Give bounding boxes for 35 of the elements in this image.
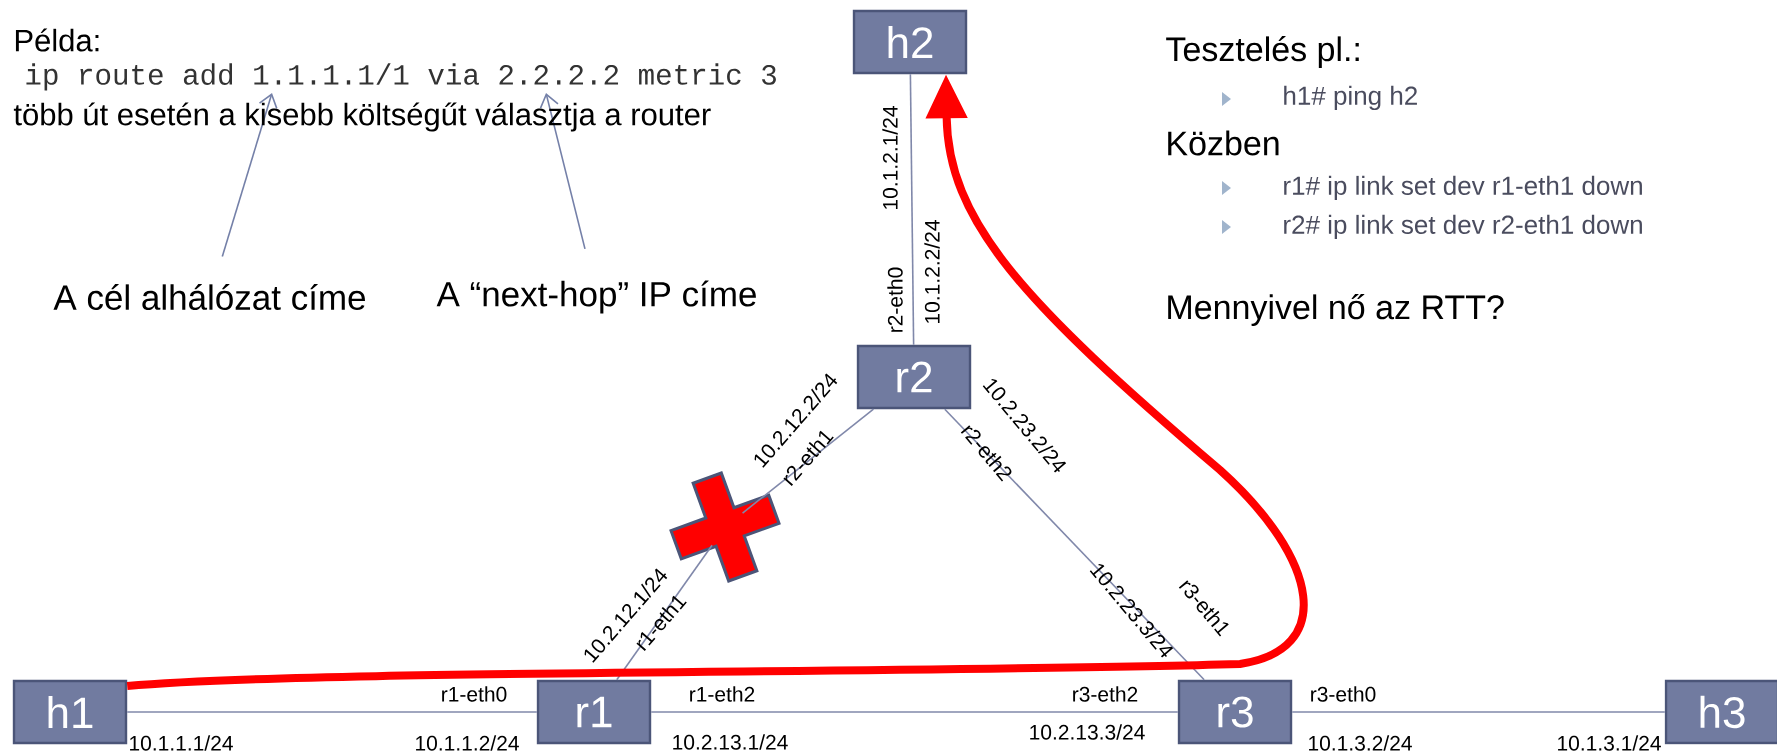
link-line (1291, 711, 1666, 713)
ip-address-label: 10.1.2.2/24 (924, 220, 940, 323)
list-item: r1# ip link set dev r1-eth1 down (1284, 175, 1642, 201)
router-box: r2 (856, 344, 972, 410)
note-text: több út esetén a kisebb költségűt választja a router (13, 102, 711, 132)
router-box: r3 (1177, 679, 1293, 745)
leader-line (539, 93, 586, 250)
leader-line (221, 93, 278, 258)
link-line (944, 408, 1205, 681)
cross-mark (669, 471, 781, 583)
link-line (909, 73, 915, 346)
interface-label: r1-eth2 (690, 686, 755, 702)
link-line (741, 408, 875, 514)
host-box: h3 (1664, 679, 1777, 745)
router-box: r1 (536, 679, 652, 745)
link-line (616, 544, 713, 681)
heading: Közben (1168, 130, 1279, 156)
heading: Tesztelés pl.: (1166, 35, 1359, 69)
command-text: ip route add 1.1.1.1/1 via 2.2.2.2 metric 3 (26, 63, 776, 91)
heading: Példa: (15, 28, 99, 52)
host-box: h2 (852, 9, 968, 75)
list-item: h1# ping h2 (1284, 85, 1417, 111)
interface-label: r3-eth2 (1073, 686, 1138, 702)
ip-address-label: 10.1.3.2/24 (1309, 735, 1412, 751)
list-item: r2# ip link set dev r2-eth1 down (1284, 214, 1642, 240)
interface-label: r3-eth0 (1311, 686, 1376, 702)
question-text: Mennyivel nő az RTT? (1168, 293, 1504, 327)
callout-text: A “next-hop” IP címe (436, 280, 756, 314)
ip-address-label: 10.1.1.2/24 (416, 735, 519, 751)
ip-address-label: 10.2.13.3/24 (1030, 724, 1145, 740)
callout-text: A cél alhálózat címe (53, 283, 365, 311)
link-line (650, 711, 1179, 713)
ip-address-label: 10.2.13.1/24 (673, 734, 788, 750)
link-line (126, 711, 538, 713)
host-box: h1 (12, 679, 128, 745)
